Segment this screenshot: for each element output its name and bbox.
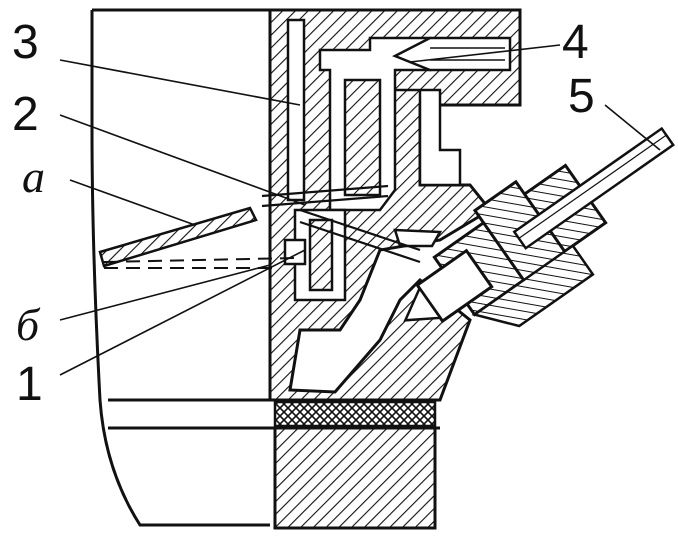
callout-a: a	[22, 151, 45, 202]
callout-3: 3	[12, 16, 39, 69]
dashed-reference-line	[103, 257, 296, 269]
vertical-channel-outer	[286, 18, 306, 202]
throttle-plate-a	[98, 206, 258, 268]
leader-b	[59, 264, 271, 321]
inner-hatched-core	[343, 78, 382, 197]
valve-needle-tip	[403, 285, 443, 322]
base-block	[273, 400, 437, 530]
leader-lines	[59, 44, 661, 376]
upper-nozzle-recess	[395, 88, 462, 187]
leader-2	[59, 114, 306, 206]
callout-2: 2	[12, 88, 39, 141]
lower-hatched-block	[273, 426, 437, 530]
callout-4: 4	[562, 16, 589, 69]
angled-valve-assembly-5	[403, 126, 675, 328]
callout-b: б	[16, 299, 41, 350]
callout-5: 5	[568, 70, 595, 123]
callout-1: 1	[16, 358, 43, 411]
side-pocket	[393, 228, 443, 248]
leader-3	[59, 59, 301, 106]
leader-5	[604, 104, 661, 151]
valve-lower-housing	[471, 243, 595, 328]
gasket-strip	[273, 400, 437, 428]
idle-screw-4	[391, 36, 512, 72]
jet-core	[308, 218, 334, 292]
leader-1	[59, 249, 306, 376]
leader-a	[69, 179, 196, 226]
leader-4	[409, 44, 561, 63]
internal-channels	[283, 18, 462, 302]
passage-lines	[261, 184, 421, 264]
